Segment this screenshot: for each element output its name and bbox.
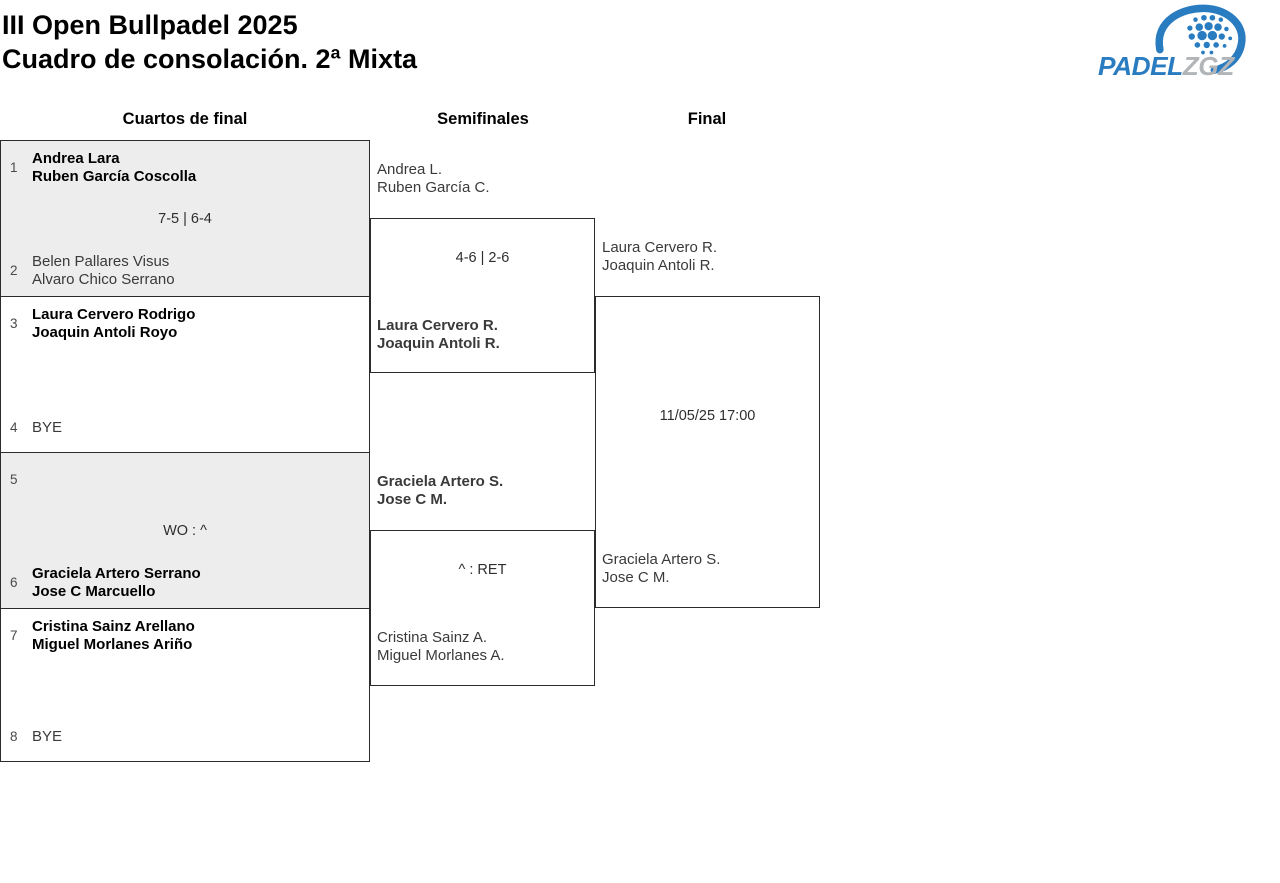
round-header-final: Final [687, 110, 727, 128]
seed-number: 1 [10, 160, 18, 175]
qf-match-4: 7 Cristina Sainz Arellano Miguel Morlane… [1, 608, 369, 761]
logo-word-padel: PADEL [1098, 51, 1183, 81]
qf3-team-bottom: 6 Graciela Artero Serrano Jose C Marcuel… [10, 565, 360, 600]
qf2-team-top: 3 Laura Cervero Rodrigo Joaquin Antoli R… [10, 306, 360, 341]
team-names: Cristina Sainz Arellano Miguel Morlanes … [32, 618, 195, 653]
sf2-team-bottom: Cristina Sainz A. Miguel Morlanes A. [377, 629, 505, 664]
seed-number: 8 [10, 728, 18, 744]
qf-match-3: 5 WO : ^ 6 Graciela Artero Serrano Jose … [1, 452, 369, 608]
team-names: Andrea Lara Ruben García Coscolla [32, 150, 197, 185]
logo-dots-icon [1187, 14, 1233, 55]
team-names: Graciela Artero Serrano Jose C Marcuello [32, 565, 201, 600]
final-team-bottom: Graciela Artero S. Jose C M. [602, 551, 721, 586]
qf1-team-bottom: 2 Belen Pallares Visus Alvaro Chico Serr… [10, 253, 360, 288]
qf-match-2: 3 Laura Cervero Rodrigo Joaquin Antoli R… [1, 296, 369, 452]
final-schedule: 11/05/25 17:00 [659, 408, 756, 424]
match-score: WO : ^ [163, 523, 207, 539]
qf1-team-top: 1 Andrea Lara Ruben García Coscolla [10, 150, 360, 185]
team-names: Belen Pallares Visus Alvaro Chico Serran… [32, 253, 175, 288]
round-header-semifinals: Semifinales [437, 110, 529, 128]
header: III Open Bullpadel 2025 Cuadro de consol… [2, 8, 417, 76]
bye-label: BYE [32, 727, 63, 745]
seed-number: 4 [10, 419, 18, 435]
seed-number: 3 [10, 316, 18, 331]
qf2-team-bottom: 4 BYE [10, 419, 360, 437]
qf3-team-top: 5 [10, 462, 360, 497]
qf4-team-top: 7 Cristina Sainz Arellano Miguel Morlane… [10, 618, 360, 653]
seed-number: 6 [10, 575, 18, 590]
sf1-team-top: Andrea L. Ruben García C. [377, 161, 490, 196]
bye-label: BYE [32, 418, 63, 436]
logo-word-zgz: ZGZ [1182, 51, 1236, 81]
team-names [32, 462, 360, 497]
sf-match-2-box: ^ : RET [370, 530, 595, 686]
page-subtitle: Cuadro de consolación. 2ª Mixta [2, 44, 418, 74]
svg-text:PADELZGZ: PADELZGZ [1098, 51, 1235, 81]
quarterfinals-column: 1 Andrea Lara Ruben García Coscolla 7-5 … [0, 140, 370, 762]
seed-number: 5 [10, 472, 18, 487]
match-score: 7-5 | 6-4 [158, 211, 212, 227]
match-score: ^ : RET [458, 562, 507, 578]
sf2-team-top: Graciela Artero S. Jose C M. [377, 473, 504, 508]
seed-number: 7 [10, 628, 18, 643]
final-match-box: 11/05/25 17:00 [595, 296, 820, 608]
seed-number: 2 [10, 263, 18, 278]
round-header-quarterfinals: Cuartos de final [122, 110, 248, 128]
logo-swoosh-icon [1155, 4, 1246, 74]
page-title: III Open Bullpadel 2025 [2, 10, 298, 40]
qf4-team-bottom: 8 BYE [10, 728, 360, 746]
qf-match-1: 1 Andrea Lara Ruben García Coscolla 7-5 … [1, 141, 369, 296]
padelzgz-logo: PADELZGZ [1098, 4, 1246, 81]
sf-match-1-box: 4-6 | 2-6 [370, 218, 595, 373]
sf1-team-bottom: Laura Cervero R. Joaquin Antoli R. [377, 317, 500, 352]
team-names: Laura Cervero Rodrigo Joaquin Antoli Roy… [32, 306, 196, 341]
match-score: 4-6 | 2-6 [455, 250, 510, 266]
final-team-top: Laura Cervero R. Joaquin Antoli R. [602, 239, 718, 274]
